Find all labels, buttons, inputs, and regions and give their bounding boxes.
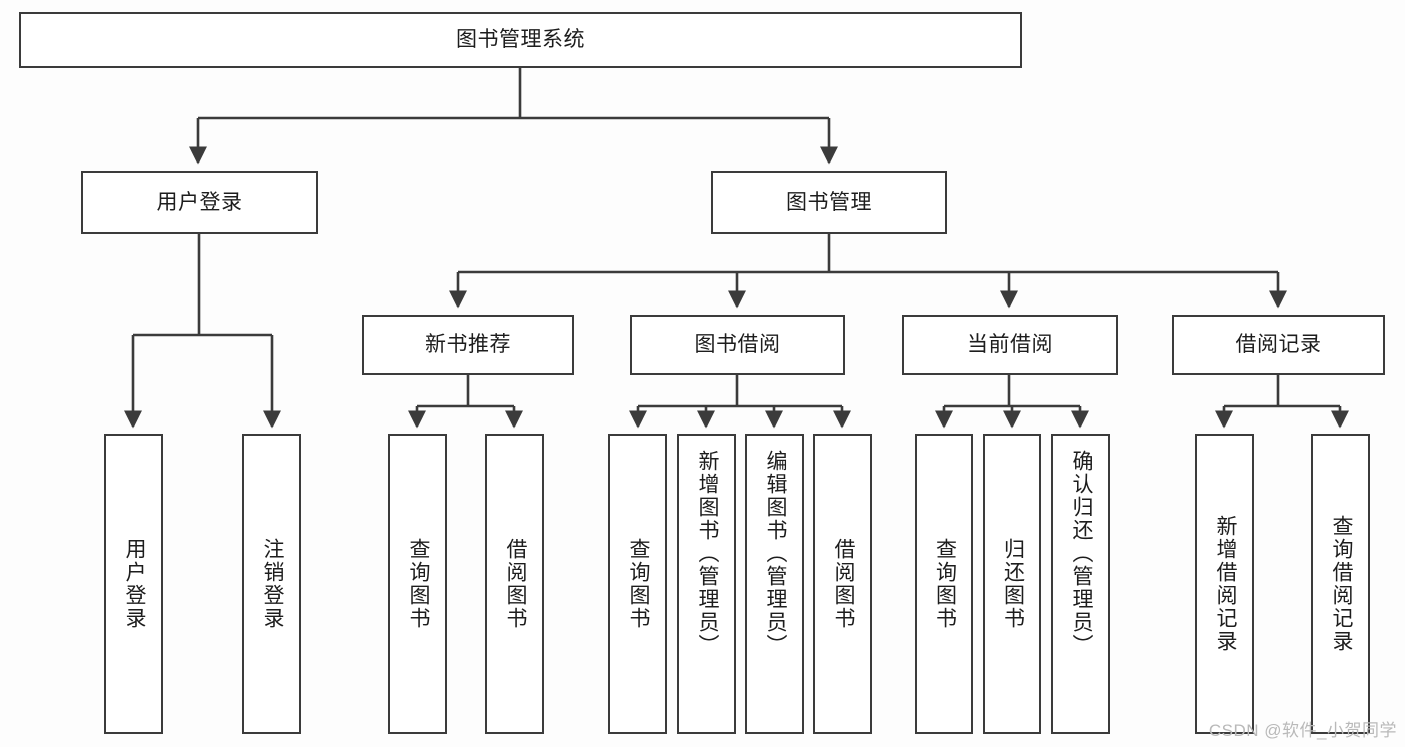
node-root[interactable]: 图书管理系统 <box>19 12 1022 68</box>
leaf-edit-book-label: 编辑图书（管理员） <box>763 450 787 657</box>
leaf-user-login-label: 用户登录 <box>122 538 146 630</box>
node-user-login-label: 用户登录 <box>156 190 243 214</box>
node-book-management-label: 图书管理 <box>786 190 872 214</box>
leaf-add-book-label: 新增图书（管理员） <box>695 450 719 657</box>
node-root-label: 图书管理系统 <box>456 28 585 52</box>
leaf-query-record-label: 查询借阅记录 <box>1329 515 1353 653</box>
leaf-query-record[interactable]: 查询借阅记录 <box>1311 434 1370 734</box>
leaf-add-record-label: 新增借阅记录 <box>1213 515 1237 653</box>
leaf-query-book-1-label: 查询图书 <box>406 538 430 630</box>
leaf-confirm-return[interactable]: 确认归还（管理员） <box>1051 434 1110 734</box>
node-borrow-records[interactable]: 借阅记录 <box>1172 315 1385 375</box>
leaf-edit-book[interactable]: 编辑图书（管理员） <box>745 434 804 734</box>
node-book-borrow[interactable]: 图书借阅 <box>630 315 845 375</box>
leaf-borrow-book-2[interactable]: 借阅图书 <box>813 434 872 734</box>
node-borrow-records-label: 借阅记录 <box>1235 333 1322 357</box>
node-book-borrow-label: 图书借阅 <box>694 333 781 357</box>
leaf-return-book[interactable]: 归还图书 <box>983 434 1041 734</box>
leaf-user-login[interactable]: 用户登录 <box>104 434 163 734</box>
leaf-borrow-book-1-label: 借阅图书 <box>503 538 527 630</box>
leaf-add-record[interactable]: 新增借阅记录 <box>1195 434 1254 734</box>
node-current-borrow-label: 当前借阅 <box>967 333 1053 357</box>
node-current-borrow[interactable]: 当前借阅 <box>902 315 1118 375</box>
leaf-add-book[interactable]: 新增图书（管理员） <box>677 434 736 734</box>
leaf-query-book-1[interactable]: 查询图书 <box>388 434 447 734</box>
leaf-user-logout[interactable]: 注销登录 <box>242 434 301 734</box>
node-new-book-recommend-label: 新书推荐 <box>425 333 511 357</box>
leaf-return-book-label: 归还图书 <box>1001 538 1025 630</box>
leaf-borrow-book-2-label: 借阅图书 <box>831 538 855 630</box>
leaf-confirm-return-label: 确认归还（管理员） <box>1069 450 1093 657</box>
leaf-query-book-2-label: 查询图书 <box>626 538 650 630</box>
watermark: CSDN @软件_小贺同学 <box>1208 721 1397 740</box>
node-user-login[interactable]: 用户登录 <box>81 171 318 234</box>
leaf-query-book-3-label: 查询图书 <box>933 538 957 630</box>
node-book-management[interactable]: 图书管理 <box>711 171 947 234</box>
leaf-user-logout-label: 注销登录 <box>260 538 284 630</box>
leaf-query-book-3[interactable]: 查询图书 <box>915 434 973 734</box>
node-new-book-recommend[interactable]: 新书推荐 <box>362 315 574 375</box>
leaf-query-book-2[interactable]: 查询图书 <box>608 434 667 734</box>
leaf-borrow-book-1[interactable]: 借阅图书 <box>485 434 544 734</box>
